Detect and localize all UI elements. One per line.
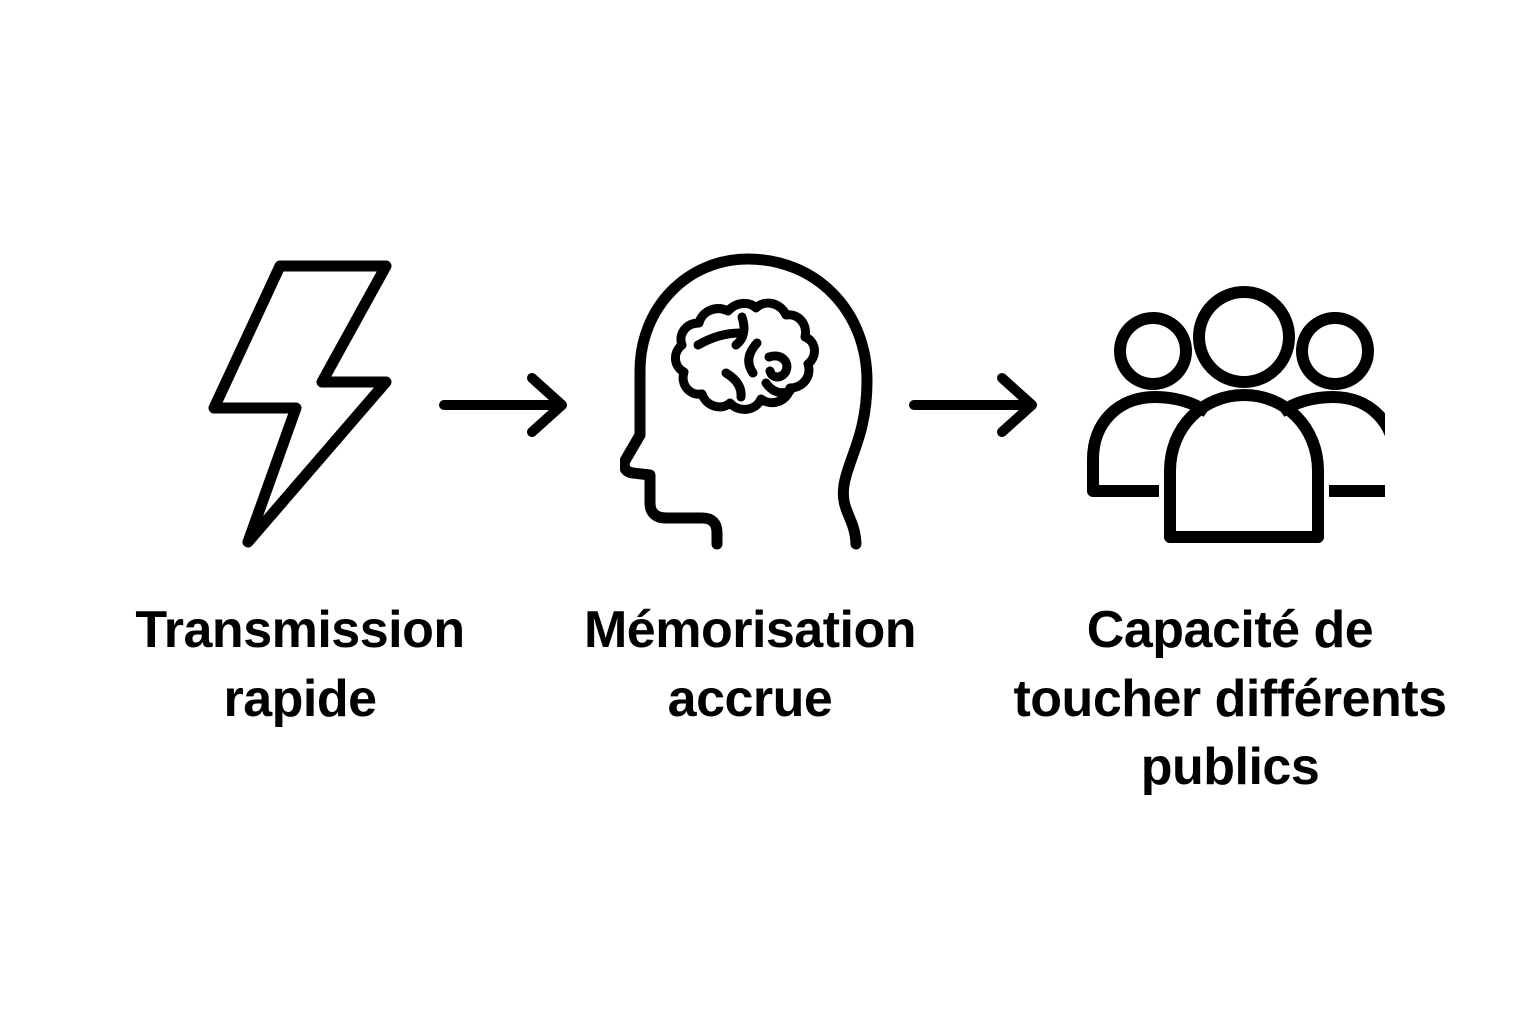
icon-container-2 bbox=[620, 240, 880, 550]
lightning-bolt-icon bbox=[208, 260, 392, 548]
arrow-right-icon bbox=[909, 373, 1037, 437]
icon-container-1 bbox=[200, 240, 400, 550]
process-step-audiences: Capacité de toucher différents publics bbox=[980, 240, 1480, 802]
process-step-memorisation: Mémorisation accrue bbox=[540, 240, 960, 733]
process-step-transmission: Transmission rapide bbox=[100, 240, 500, 733]
icon-container-3 bbox=[1075, 240, 1385, 550]
head-with-brain-icon bbox=[620, 253, 873, 550]
arrow-right-icon bbox=[439, 373, 567, 437]
group-of-people-icon bbox=[1087, 286, 1385, 543]
step-caption-1: Transmission rapide bbox=[135, 601, 465, 728]
flow-arrow-2 bbox=[906, 372, 1046, 438]
step-caption-2: Mémorisation accrue bbox=[583, 601, 917, 728]
flow-arrow-1 bbox=[436, 372, 576, 438]
step-caption-3: Capacité de toucher différents publics bbox=[1013, 601, 1447, 797]
